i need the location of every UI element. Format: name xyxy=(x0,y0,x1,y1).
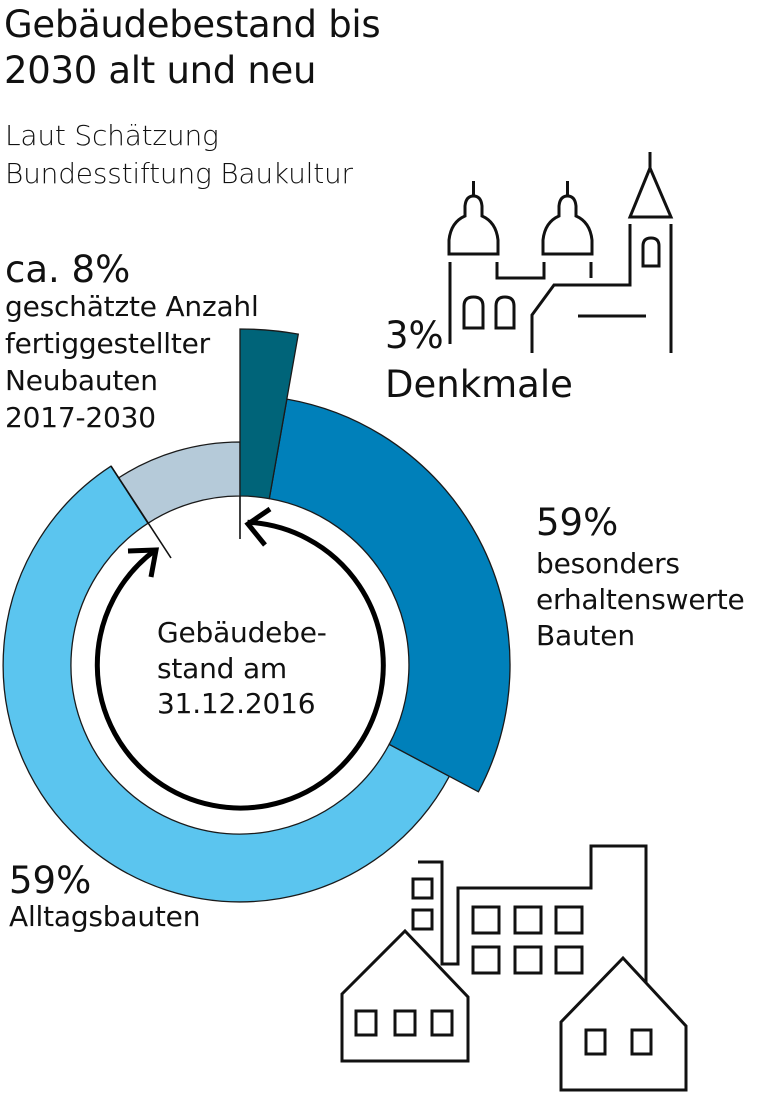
label-new-buildings-line-4: 2017-2030 xyxy=(5,401,156,434)
label-monuments: 3% Denkmale xyxy=(385,314,573,406)
label-everyday-value: 59% xyxy=(9,859,91,902)
arrowhead-top-icon xyxy=(244,506,272,547)
label-monuments-value: 3% xyxy=(385,314,444,357)
label-new-buildings: ca. 8% geschätzte Anzahl fertiggestellte… xyxy=(5,248,259,434)
center-label-line-2: stand am xyxy=(157,652,287,685)
label-new-buildings-value: ca. 8% xyxy=(5,248,130,291)
buildings-everyday-icon xyxy=(340,844,688,1092)
label-everyday-line-1: Alltagsbauten xyxy=(9,900,200,933)
subtitle: Laut Schätzung Bundesstiftung Baukultur xyxy=(5,119,354,190)
label-everyday-buildings: 59% Alltagsbauten xyxy=(9,859,200,933)
label-preservation-worthy-value: 59% xyxy=(536,501,618,544)
subtitle-line-2: Bundesstiftung Baukultur xyxy=(5,157,354,190)
label-preservation-worthy: 59% besonders erhaltenswerte Bauten xyxy=(536,501,745,652)
circular-arrow xyxy=(94,519,386,811)
center-label-line-3: 31.12.2016 xyxy=(157,687,315,720)
segment-everyday-buildings xyxy=(2,465,451,903)
donut-chart: Gebäudebe- stand am 31.12.2016 xyxy=(2,328,511,903)
title: Gebäudebestand bis 2030 alt und neu xyxy=(4,3,381,92)
label-preservation-worthy-line-2: erhaltenswerte xyxy=(536,583,745,616)
segment-preservation-worthy xyxy=(268,398,511,793)
title-line-1: Gebäudebestand bis xyxy=(4,3,380,46)
segment-monuments xyxy=(239,328,300,500)
label-preservation-worthy-line-1: besonders xyxy=(536,547,680,580)
arrowhead-left-icon xyxy=(127,547,160,578)
label-new-buildings-line-3: Neubauten xyxy=(5,364,158,397)
label-monuments-line-1: Denkmale xyxy=(385,363,573,406)
church-monument-icon xyxy=(447,152,674,353)
divider-tick-left xyxy=(110,465,172,559)
center-label-line-1: Gebäudebe- xyxy=(157,616,327,649)
subtitle-line-1: Laut Schätzung xyxy=(5,119,219,152)
label-new-buildings-line-1: geschätzte Anzahl xyxy=(5,290,259,323)
label-new-buildings-line-2: fertiggestellter xyxy=(5,327,211,360)
title-line-2: 2030 alt und neu xyxy=(4,49,316,92)
label-preservation-worthy-line-3: Bauten xyxy=(536,619,635,652)
